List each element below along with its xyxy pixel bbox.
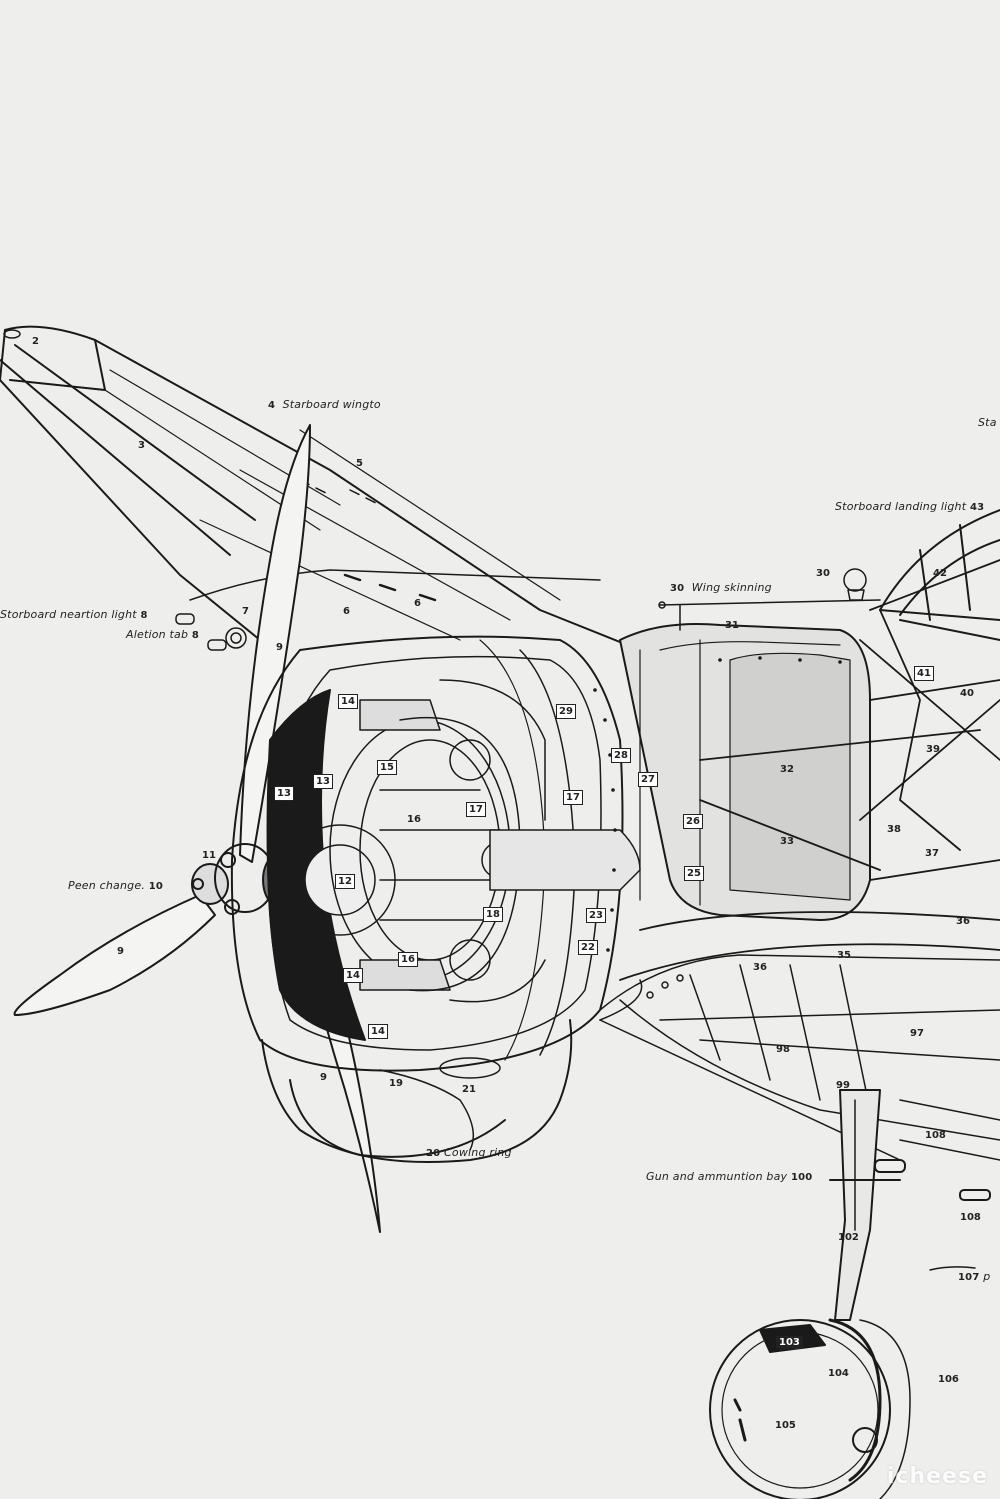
label-starboard-wingtip: 4 Starboard wingto bbox=[268, 398, 381, 411]
lower-cowling bbox=[261, 1019, 573, 1163]
ref-number: 17 bbox=[466, 802, 486, 817]
ref-number: 29 bbox=[556, 704, 576, 719]
ref-number: 14 bbox=[343, 968, 363, 983]
ref-number: 28 bbox=[611, 748, 631, 763]
ref-number: 5 bbox=[356, 458, 363, 469]
ref-number: 37 bbox=[925, 848, 939, 859]
ref-number: 16 bbox=[398, 952, 418, 967]
ref-number: 102 bbox=[838, 1232, 859, 1243]
ref-number: 27 bbox=[638, 772, 658, 787]
ref-number: 36 bbox=[753, 962, 767, 973]
ref-number: 106 bbox=[938, 1374, 959, 1385]
ref-number: 12 bbox=[335, 874, 355, 889]
ref-number: 23 bbox=[586, 908, 606, 923]
ref-number: 105 bbox=[775, 1420, 796, 1431]
ref-number: 16 bbox=[407, 814, 421, 825]
label-starboard-landing-light: Storboard landing light 43 bbox=[835, 500, 985, 513]
ref-number: 39 bbox=[926, 744, 940, 755]
ref-number: 25 bbox=[684, 866, 704, 881]
wing-skin-rod bbox=[658, 568, 881, 631]
wing-tip-detail bbox=[3, 329, 21, 339]
ref-number: 15 bbox=[377, 760, 397, 775]
ref-number: 41 bbox=[914, 666, 934, 681]
ref-number: 11 bbox=[202, 850, 216, 861]
ref-number: 40 bbox=[960, 688, 974, 699]
ref-number: 99 bbox=[836, 1080, 850, 1091]
ref-number: 108 bbox=[925, 1130, 946, 1141]
ref-number: 26 bbox=[683, 814, 703, 829]
ref-number: 108 bbox=[960, 1212, 981, 1223]
main-wheel bbox=[709, 1318, 911, 1499]
propeller bbox=[13, 424, 381, 1233]
ref-number: 103 bbox=[776, 1336, 803, 1349]
starboard-wing bbox=[0, 325, 641, 651]
rivet-dots bbox=[593, 656, 842, 952]
ref-number: 21 bbox=[462, 1084, 476, 1095]
watermark: icheese bbox=[886, 1464, 988, 1489]
main-undercarriage bbox=[829, 1089, 1000, 1321]
cockpit-canopy bbox=[879, 509, 1000, 641]
ref-number: 6 bbox=[414, 598, 421, 609]
ref-number: 31 bbox=[725, 620, 739, 631]
ref-number: 36 bbox=[956, 916, 970, 927]
ref-number: 3 bbox=[138, 440, 145, 451]
ref-number: 6 bbox=[343, 606, 350, 617]
label-cowling-ring: 20 Cowing ring bbox=[426, 1146, 512, 1159]
label-aileron-tab: Aletion tab 8 bbox=[126, 628, 200, 641]
ref-number: 13 bbox=[274, 786, 294, 801]
ref-number: 18 bbox=[483, 907, 503, 922]
label-top-right-partial: Sta bbox=[978, 416, 997, 429]
ref-number: 7 bbox=[242, 606, 249, 617]
ref-number: 9 bbox=[117, 946, 124, 957]
ref-number: 22 bbox=[578, 940, 598, 955]
ref-number: 42 bbox=[933, 568, 947, 579]
ref-number: 14 bbox=[338, 694, 358, 709]
label-starboard-navigation-light: Storboard neartion light 8 bbox=[0, 608, 148, 621]
ref-number: 14 bbox=[368, 1024, 388, 1039]
fuselage-truss bbox=[619, 559, 1000, 981]
ref-number: 19 bbox=[389, 1078, 403, 1089]
ref-number: 35 bbox=[837, 950, 851, 961]
label-wing-skinning: 30 Wing skinning bbox=[670, 581, 772, 594]
label-pitch-change: Peen change. 10 bbox=[68, 879, 164, 892]
ref-number: 9 bbox=[276, 642, 283, 653]
ref-number: 98 bbox=[776, 1044, 790, 1055]
ref-number: 30 bbox=[816, 568, 830, 579]
ref-number: 13 bbox=[313, 774, 333, 789]
fuel-tank bbox=[619, 623, 871, 921]
wing-studs bbox=[175, 613, 247, 651]
ref-number: 2 bbox=[32, 336, 39, 347]
ref-number: 33 bbox=[780, 836, 794, 847]
ref-number: 38 bbox=[887, 824, 901, 835]
ref-number: 17 bbox=[563, 790, 583, 805]
ref-number: 97 bbox=[910, 1028, 924, 1039]
label-gun-ammunition-bay: Gun and ammuntion bay 100 bbox=[646, 1170, 813, 1183]
ref-number: 9 bbox=[320, 1072, 327, 1083]
ref-number: 32 bbox=[780, 764, 794, 775]
label-bottom-right-partial: 107 p bbox=[958, 1270, 991, 1283]
ref-number: 104 bbox=[828, 1368, 849, 1379]
